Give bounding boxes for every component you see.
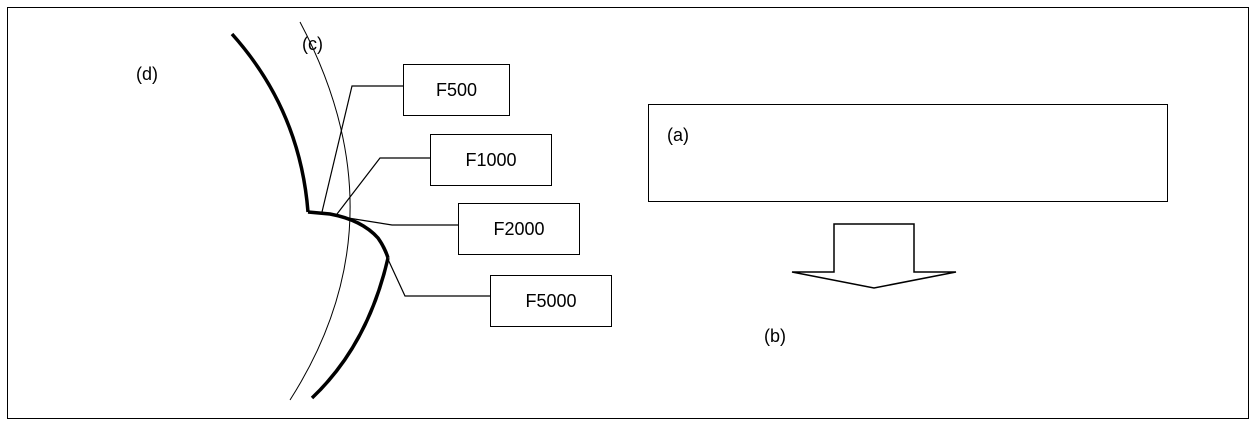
diagram-frame (7, 7, 1249, 419)
down-arrow (791, 223, 957, 289)
leader-line-f500 (321, 85, 403, 213)
feed-box-f5000: F5000 (490, 275, 612, 327)
thick-path-lower (310, 257, 390, 400)
label-c: (c) (302, 34, 323, 54)
label-b: (b) (764, 326, 786, 346)
thick-path-corner (307, 210, 390, 259)
feed-box-f1000: F1000 (430, 134, 552, 186)
leader-line-f1000 (336, 157, 431, 215)
thick-path-upper (230, 32, 310, 213)
label-d: (d) (136, 64, 158, 84)
feed-box-f500: F500 (403, 64, 510, 116)
feed-box-f2000: F2000 (458, 203, 580, 255)
leader-line-f2000 (347, 217, 458, 226)
box-a: (a) (648, 104, 1168, 202)
leader-line-f5000 (379, 241, 490, 297)
thin-reference-arc (289, 21, 351, 401)
label-a: (a) (667, 125, 689, 145)
